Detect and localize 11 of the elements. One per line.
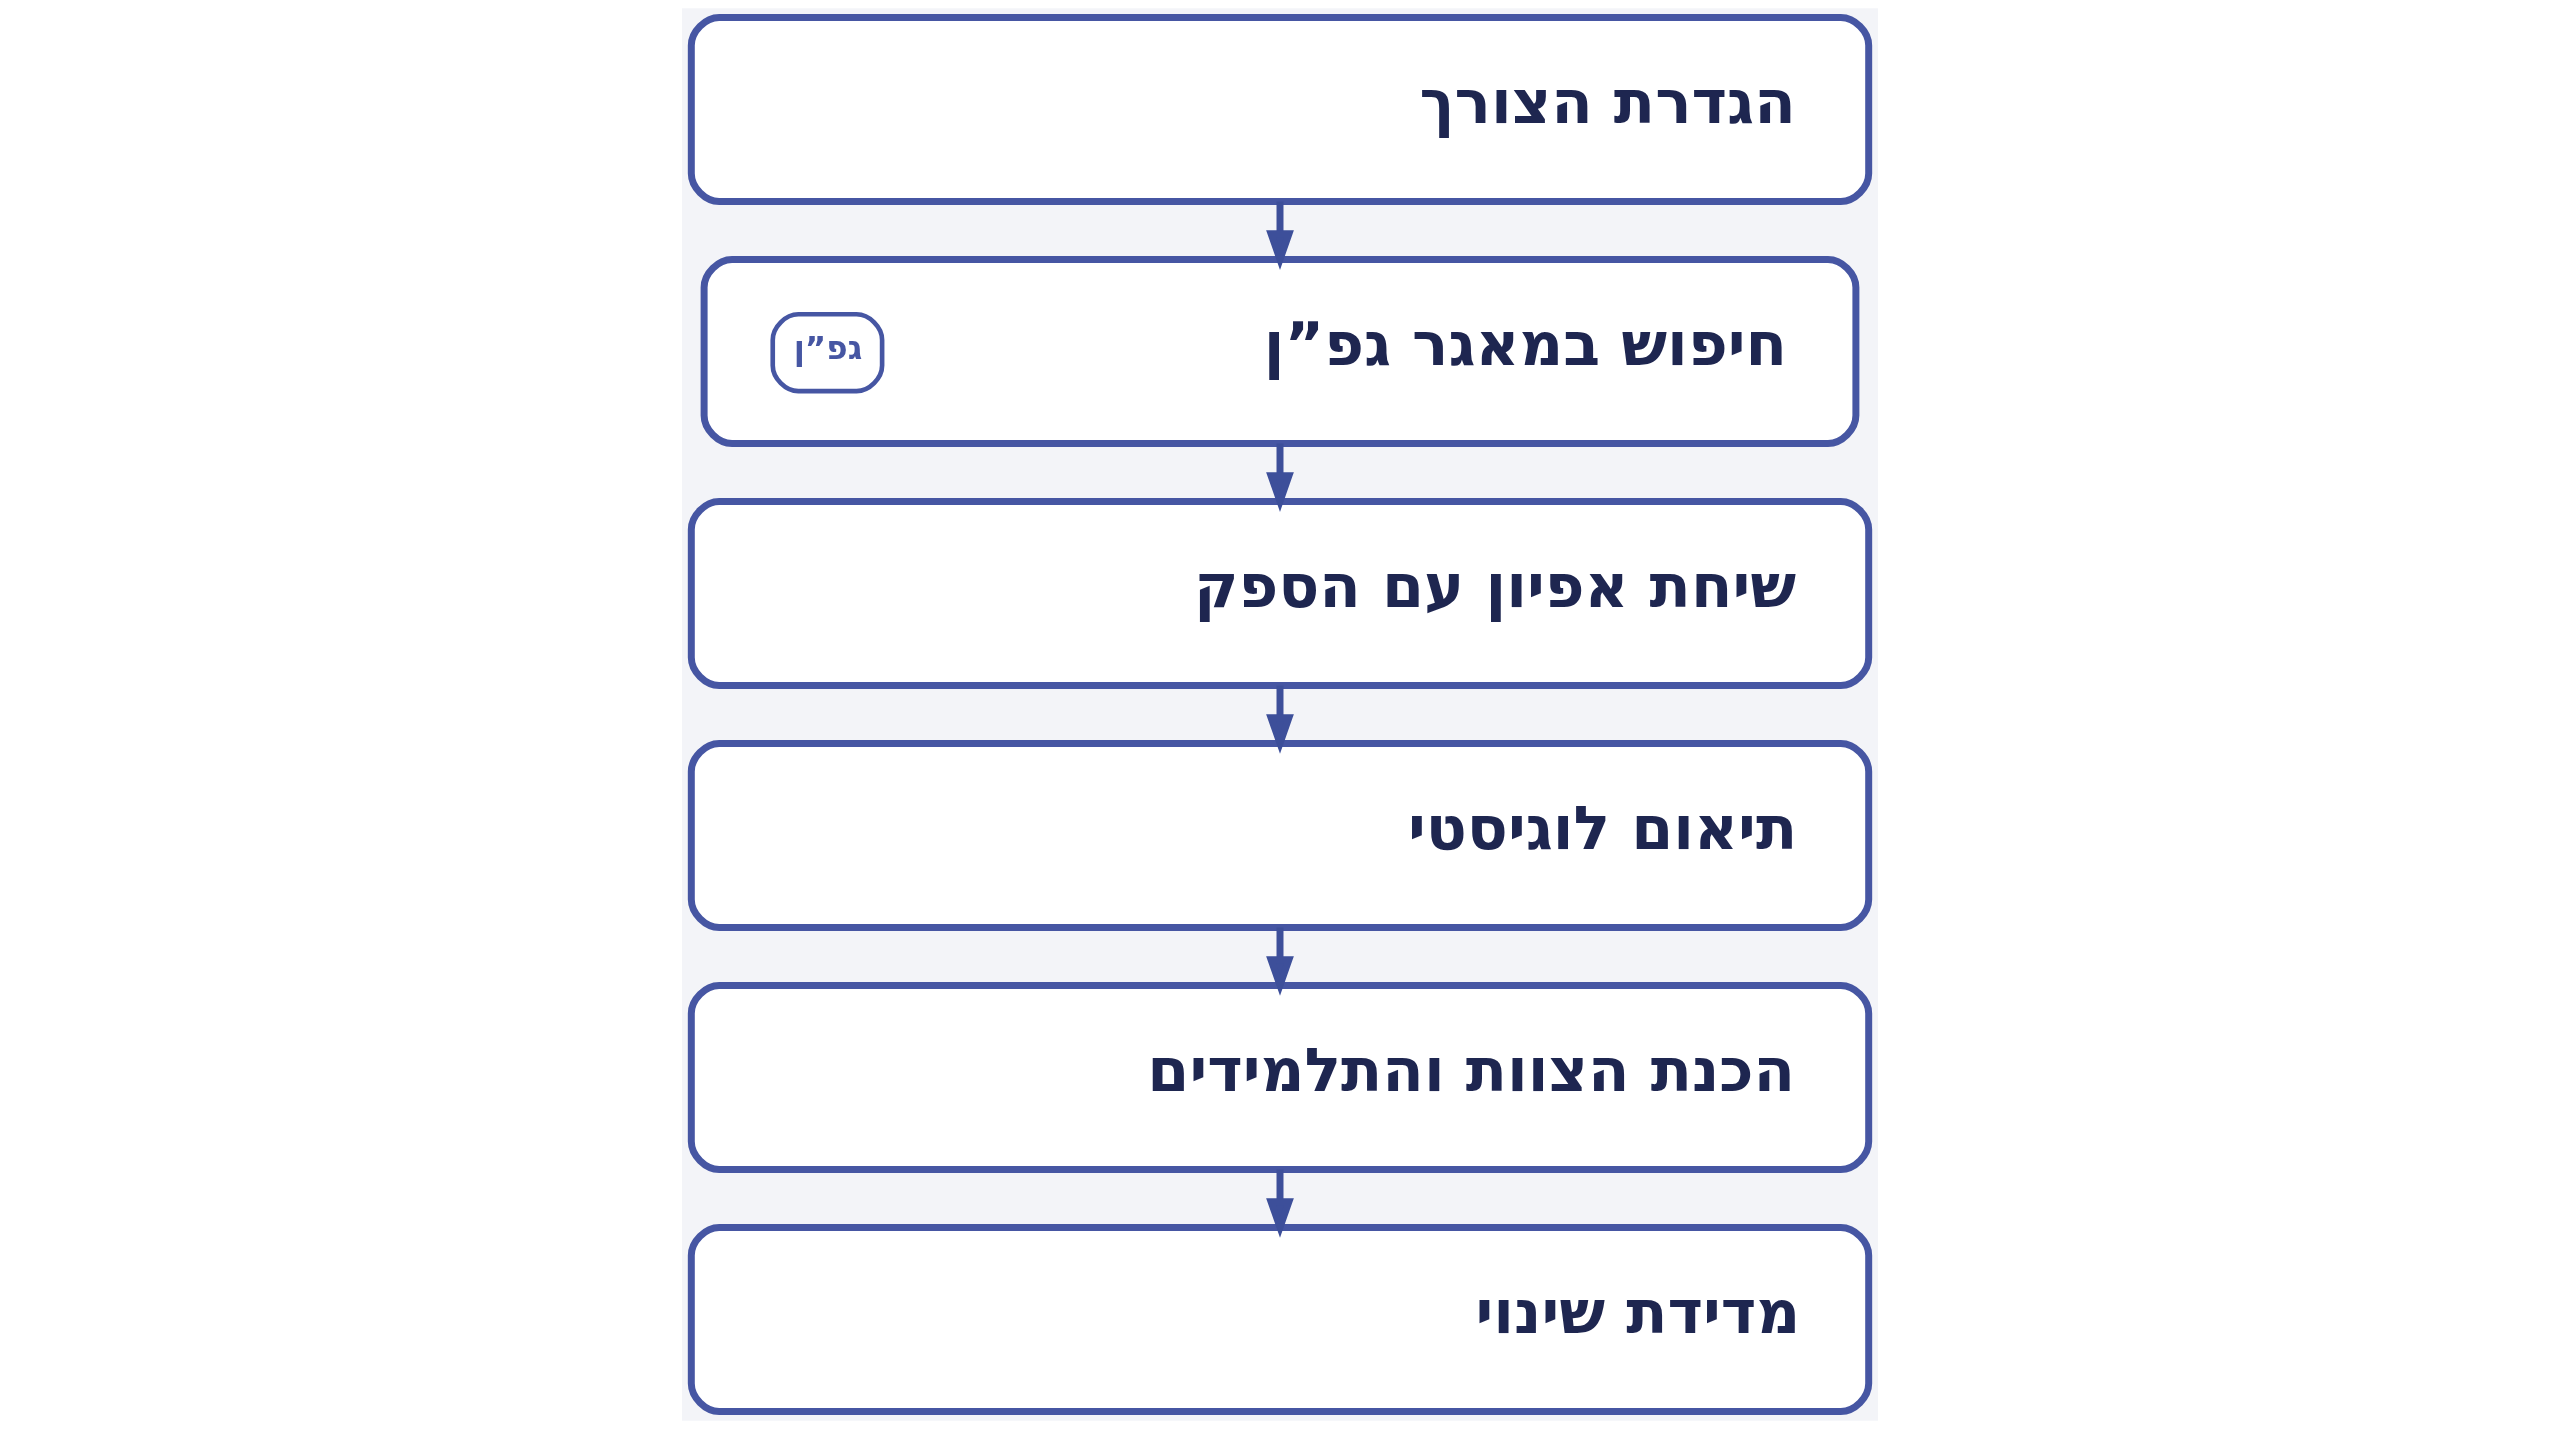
arrow: [1266, 443, 1294, 512]
node-box: גפ”ן חיפוש במאגר גפ”ן: [700, 256, 1860, 447]
arrow: [1266, 927, 1294, 996]
node-box: מדידת שינוי: [687, 1224, 1873, 1415]
node-box: שיחת אפיון עם הספק: [687, 498, 1873, 689]
arrow: [1266, 685, 1294, 754]
node-box: תיאום לוגיסטי: [687, 740, 1873, 931]
node-box: הגדרת הצורך: [687, 14, 1873, 205]
node-box: הכנת הצוות והתלמידים: [687, 982, 1873, 1173]
arrow: [1266, 1169, 1294, 1238]
arrow: [1266, 201, 1294, 270]
